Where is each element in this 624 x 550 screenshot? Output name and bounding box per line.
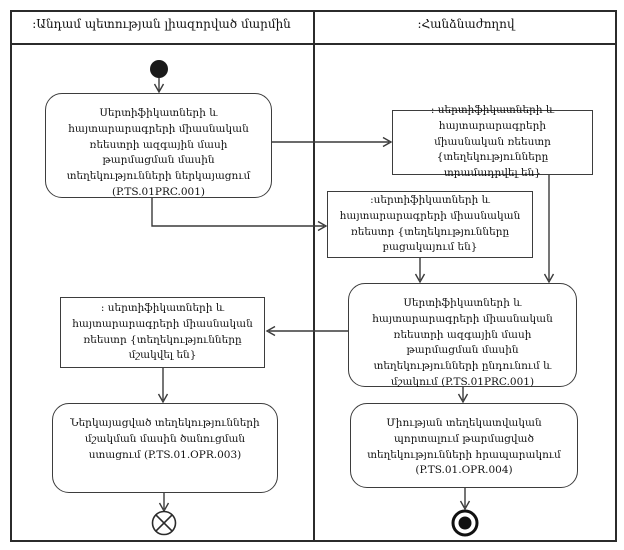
action-publish-updated-info: Միության տեղեկատվական պորտալում թարմացվա… (350, 403, 578, 488)
object-processed-label: : սերտիֆիկատների և հայտարարագրերի միասնա… (72, 302, 253, 362)
action-notify-label: Ներկայացված տեղեկությունների մշակման մաս… (70, 417, 260, 461)
action-receive-and-process-info: Սերտիֆիկատների և հայտարարագրերի միասնակա… (348, 283, 577, 388)
object-missing-label: :սերտիֆիկատների և հայտարարագրերի միասնակ… (339, 194, 521, 254)
lane-header-separator (10, 43, 617, 45)
action-submit-update-info: Սերտիֆիկատների և հայտարարագրերի միասնակա… (45, 93, 272, 198)
action-receive-processing-notification: Ներկայացված տեղեկությունների մշակման մաս… (52, 403, 278, 493)
object-registry-info-provided: : սերտիֆիկատների և հայտարարագրերի միասնա… (392, 104, 593, 179)
object-registry-info-processed: : սերտիֆիկատների և հայտարարագրերի միասնա… (60, 297, 265, 368)
object-registry-info-missing: :սերտիֆիկատների և հայտարարագրերի միասնակ… (327, 191, 533, 258)
action-publish-label: Միության տեղեկատվական պորտալում թարմացվա… (367, 417, 561, 477)
object-provided-label: : սերտիֆիկատների և հայտարարագրերի միասնա… (430, 104, 555, 180)
action-process-label: Սերտիֆիկատների և հայտարարագրերի միասնակա… (372, 297, 553, 388)
action-submit-label: Սերտիֆիկատների և հայտարարագրերի միասնակա… (66, 107, 251, 198)
lane-header-authority: :Անդամ պետության լիազորված մարմին (32, 17, 291, 31)
lane-divider (313, 10, 315, 542)
lane-header-commission: :Հանձնաժողով (417, 17, 515, 31)
